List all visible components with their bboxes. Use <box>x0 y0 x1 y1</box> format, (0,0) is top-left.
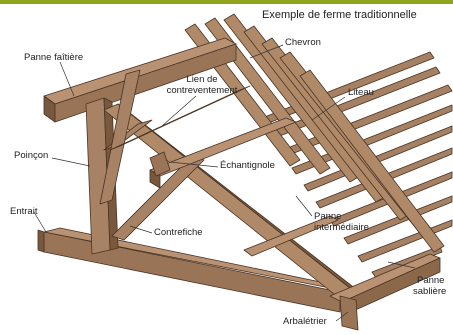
diagram-title: Exemple de ferme traditionnelle <box>262 9 417 21</box>
label-arbaletrier: Arbalétrier <box>283 316 327 327</box>
lien-contreventement <box>109 85 251 151</box>
liteaux <box>261 51 453 279</box>
label-panne-sabliere-1: Panne <box>417 275 445 286</box>
label-panne-intermediaire-2: intermédiaire <box>314 222 369 233</box>
label-entrait: Entrait <box>10 206 38 217</box>
label-panne-faitiere: Panne faîtière <box>24 52 84 63</box>
echantignole <box>149 151 171 177</box>
label-poincon: Poinçon <box>14 150 49 161</box>
label-panne-sabliere-2: sablière <box>413 286 447 297</box>
label-liteau: Liteau <box>348 87 374 98</box>
label-panne-intermediaire-1: Panne <box>314 211 342 222</box>
label-chevron: Chevron <box>285 37 321 48</box>
contrefiche <box>111 155 205 241</box>
label-contrefiche: Contrefiche <box>154 227 203 238</box>
label-echantignole: Échantignole <box>220 160 275 171</box>
leader-lines <box>33 44 416 322</box>
top-accent-bar <box>0 0 453 4</box>
label-contreventement: contreventement <box>166 85 238 96</box>
label-lien-de: Lien de <box>186 74 218 85</box>
